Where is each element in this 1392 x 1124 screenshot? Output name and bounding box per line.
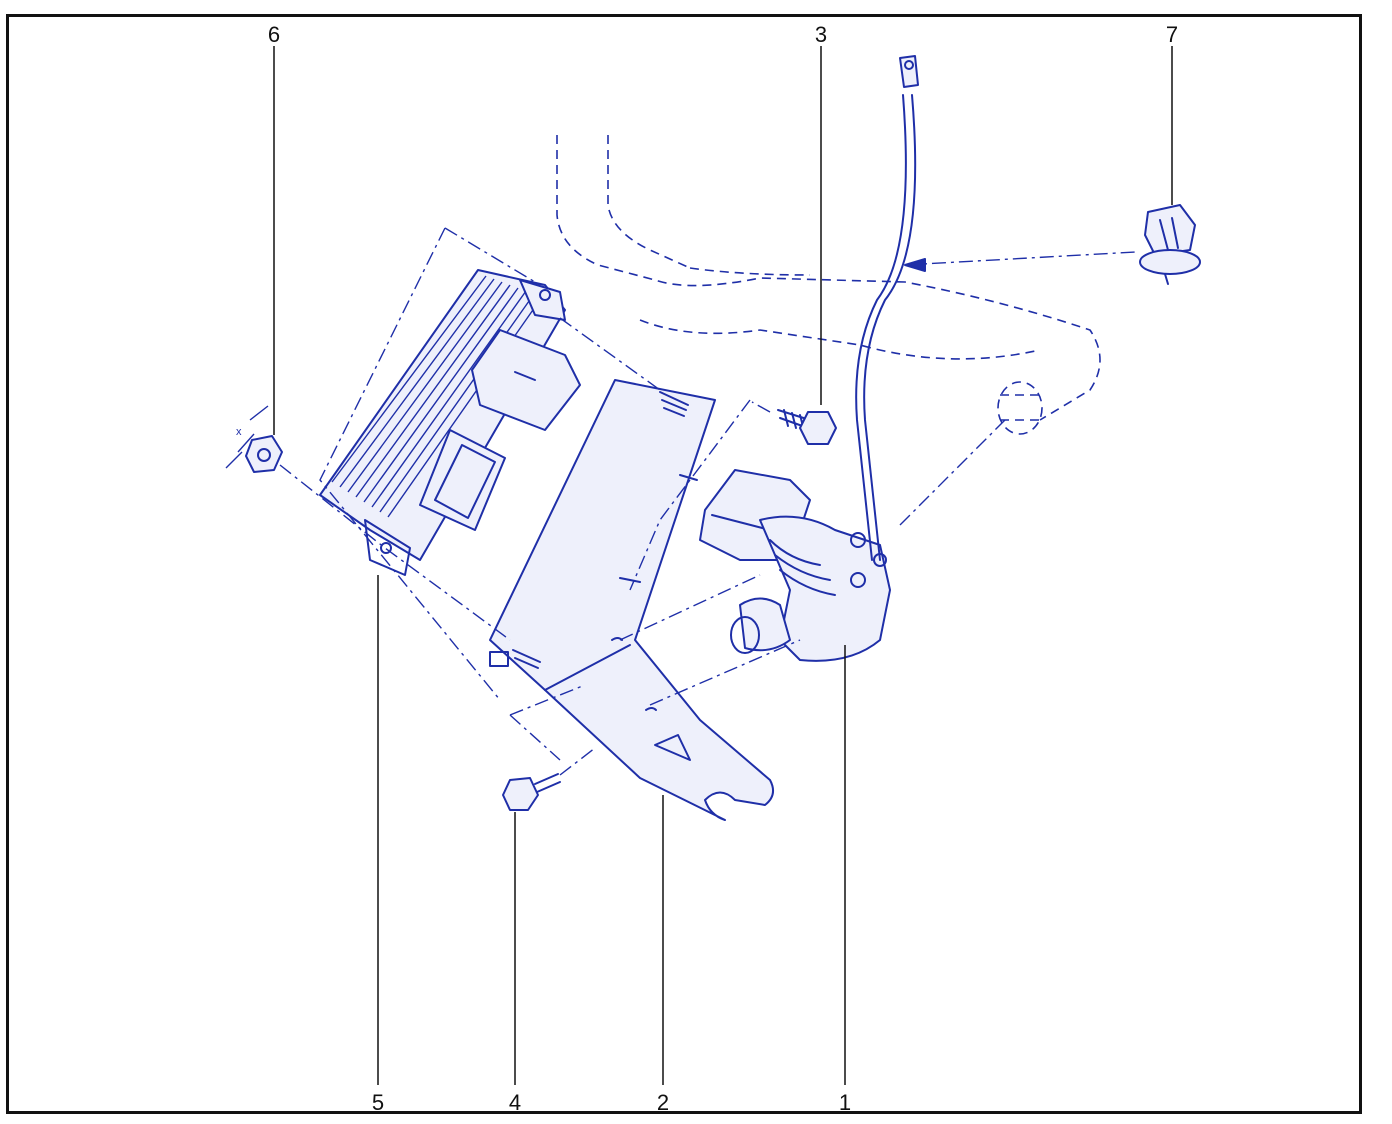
callout-1: 1 (839, 1090, 851, 1115)
heat-sink-fins (331, 275, 543, 518)
callout-2: 2 (657, 1090, 669, 1115)
bolt (777, 409, 837, 445)
callout-leaders (273, 46, 1173, 1085)
callout-7: 7 (1166, 22, 1178, 47)
wiring-harness (699, 55, 919, 662)
callout-3: 3 (815, 22, 827, 47)
lower-bolt (502, 773, 561, 811)
vehicle-structure-outline (556, 135, 1101, 435)
callout-6: 6 (268, 22, 280, 47)
callout-5: 5 (372, 1090, 384, 1115)
retaining-clip (1139, 204, 1201, 285)
control-module (319, 269, 581, 576)
dimension-mark: x (236, 426, 242, 438)
nut (225, 405, 283, 473)
diagram-frame (6, 14, 1362, 1114)
callout-labels: 1 2 3 4 5 6 7 (268, 22, 1178, 1115)
mounting-bracket (489, 379, 775, 821)
callout-4: 4 (509, 1090, 521, 1115)
assembly-guide-lines (279, 227, 1136, 776)
